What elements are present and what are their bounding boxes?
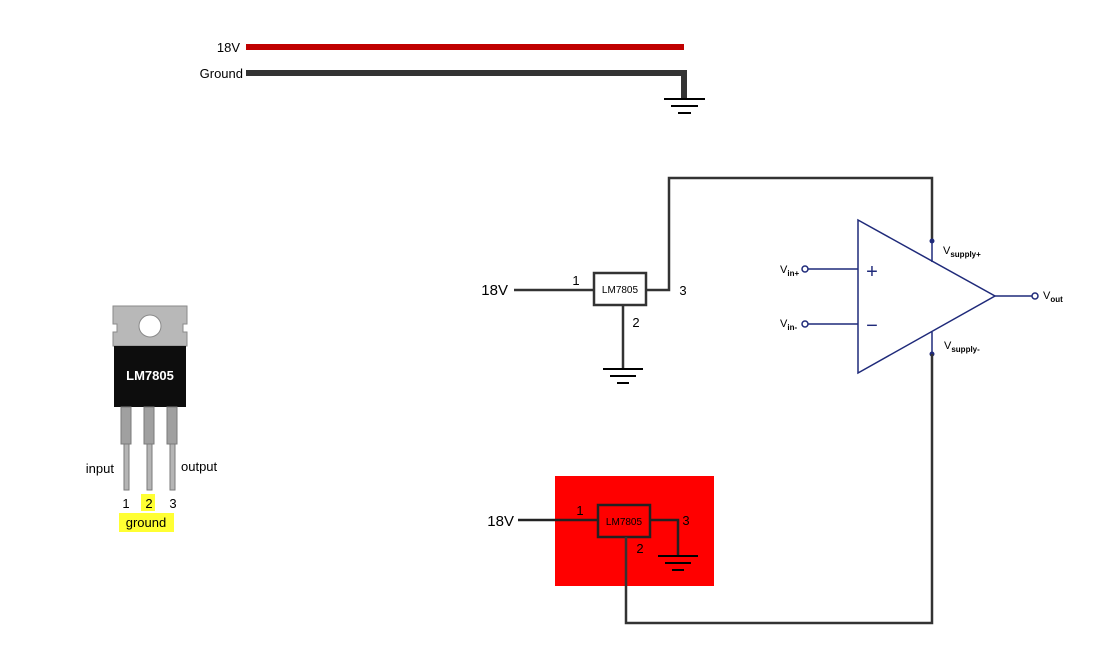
ground-rail-wire [246, 70, 687, 98]
lm7805-package: LM7805 input output 1 2 3 ground [86, 305, 218, 532]
regulator-bottom-chip-label: LM7805 [606, 517, 643, 528]
negative-supply-wire [624, 354, 934, 625]
package-body [114, 346, 186, 407]
regulator-top-input-voltage: 18V [481, 282, 508, 299]
regulator-top-pin1: 1 [572, 273, 579, 288]
regulator-bottom-highlight [555, 476, 714, 586]
package-chip-label: LM7805 [126, 368, 174, 383]
vsupply-plus-node [929, 238, 935, 244]
regulator-top-ground-icon [603, 368, 643, 384]
regulator-top-pin2: 2 [632, 315, 639, 330]
package-pin3-label: 3 [169, 496, 176, 511]
package-pin1-label: 1 [122, 496, 129, 511]
package-ground-label: ground [126, 515, 166, 530]
ground-rail-label: Ground [200, 66, 243, 81]
vout-terminal [1031, 292, 1039, 300]
package-output-label: output [181, 459, 218, 474]
ground-highlight [119, 513, 174, 532]
pin2-highlight [141, 494, 155, 511]
regulator-top: 18V 1 LM7805 3 2 [481, 176, 934, 384]
opamp-plus-sign: + [866, 261, 878, 283]
supply-rail-label: 18V [217, 40, 240, 55]
package-pin2-label: 2 [145, 496, 152, 511]
vin-plus-terminal [801, 265, 809, 273]
regulator-bottom: 18V 1 LM7805 3 2 [487, 354, 934, 625]
vsupply-plus-label: Vsupply+ [943, 245, 981, 259]
power-rails: 18V Ground [200, 40, 705, 114]
regulator-top-pin3: 3 [679, 283, 686, 298]
opamp: + − Vin+ Vin- Vout Vsupply+ Vsupply- [780, 218, 1063, 375]
package-input-label: input [86, 461, 115, 476]
regulator-bottom-pin3: 3 [682, 513, 689, 528]
vout-label: Vout [1043, 290, 1063, 304]
vin-minus-terminal [801, 320, 809, 328]
regulator-bottom-pin1: 1 [576, 503, 583, 518]
vin-plus-label: Vin+ [780, 264, 799, 278]
regulator-bottom-ground-icon [658, 555, 698, 571]
regulator-top-chip-label: LM7805 [602, 285, 639, 296]
regulator-bottom-output-wire [650, 518, 680, 555]
opamp-minus-sign: − [866, 315, 878, 337]
opamp-triangle [857, 218, 997, 375]
vin-minus-label: Vin- [780, 318, 797, 332]
regulator-top-output-wire [646, 176, 934, 292]
ground-symbol-icon [664, 98, 705, 114]
vsupply-minus-label: Vsupply- [944, 340, 980, 354]
mounting-hole [138, 314, 162, 338]
package-legs [120, 406, 178, 491]
regulator-bottom-pin2: 2 [636, 541, 643, 556]
regulator-bottom-input-voltage: 18V [487, 513, 514, 530]
